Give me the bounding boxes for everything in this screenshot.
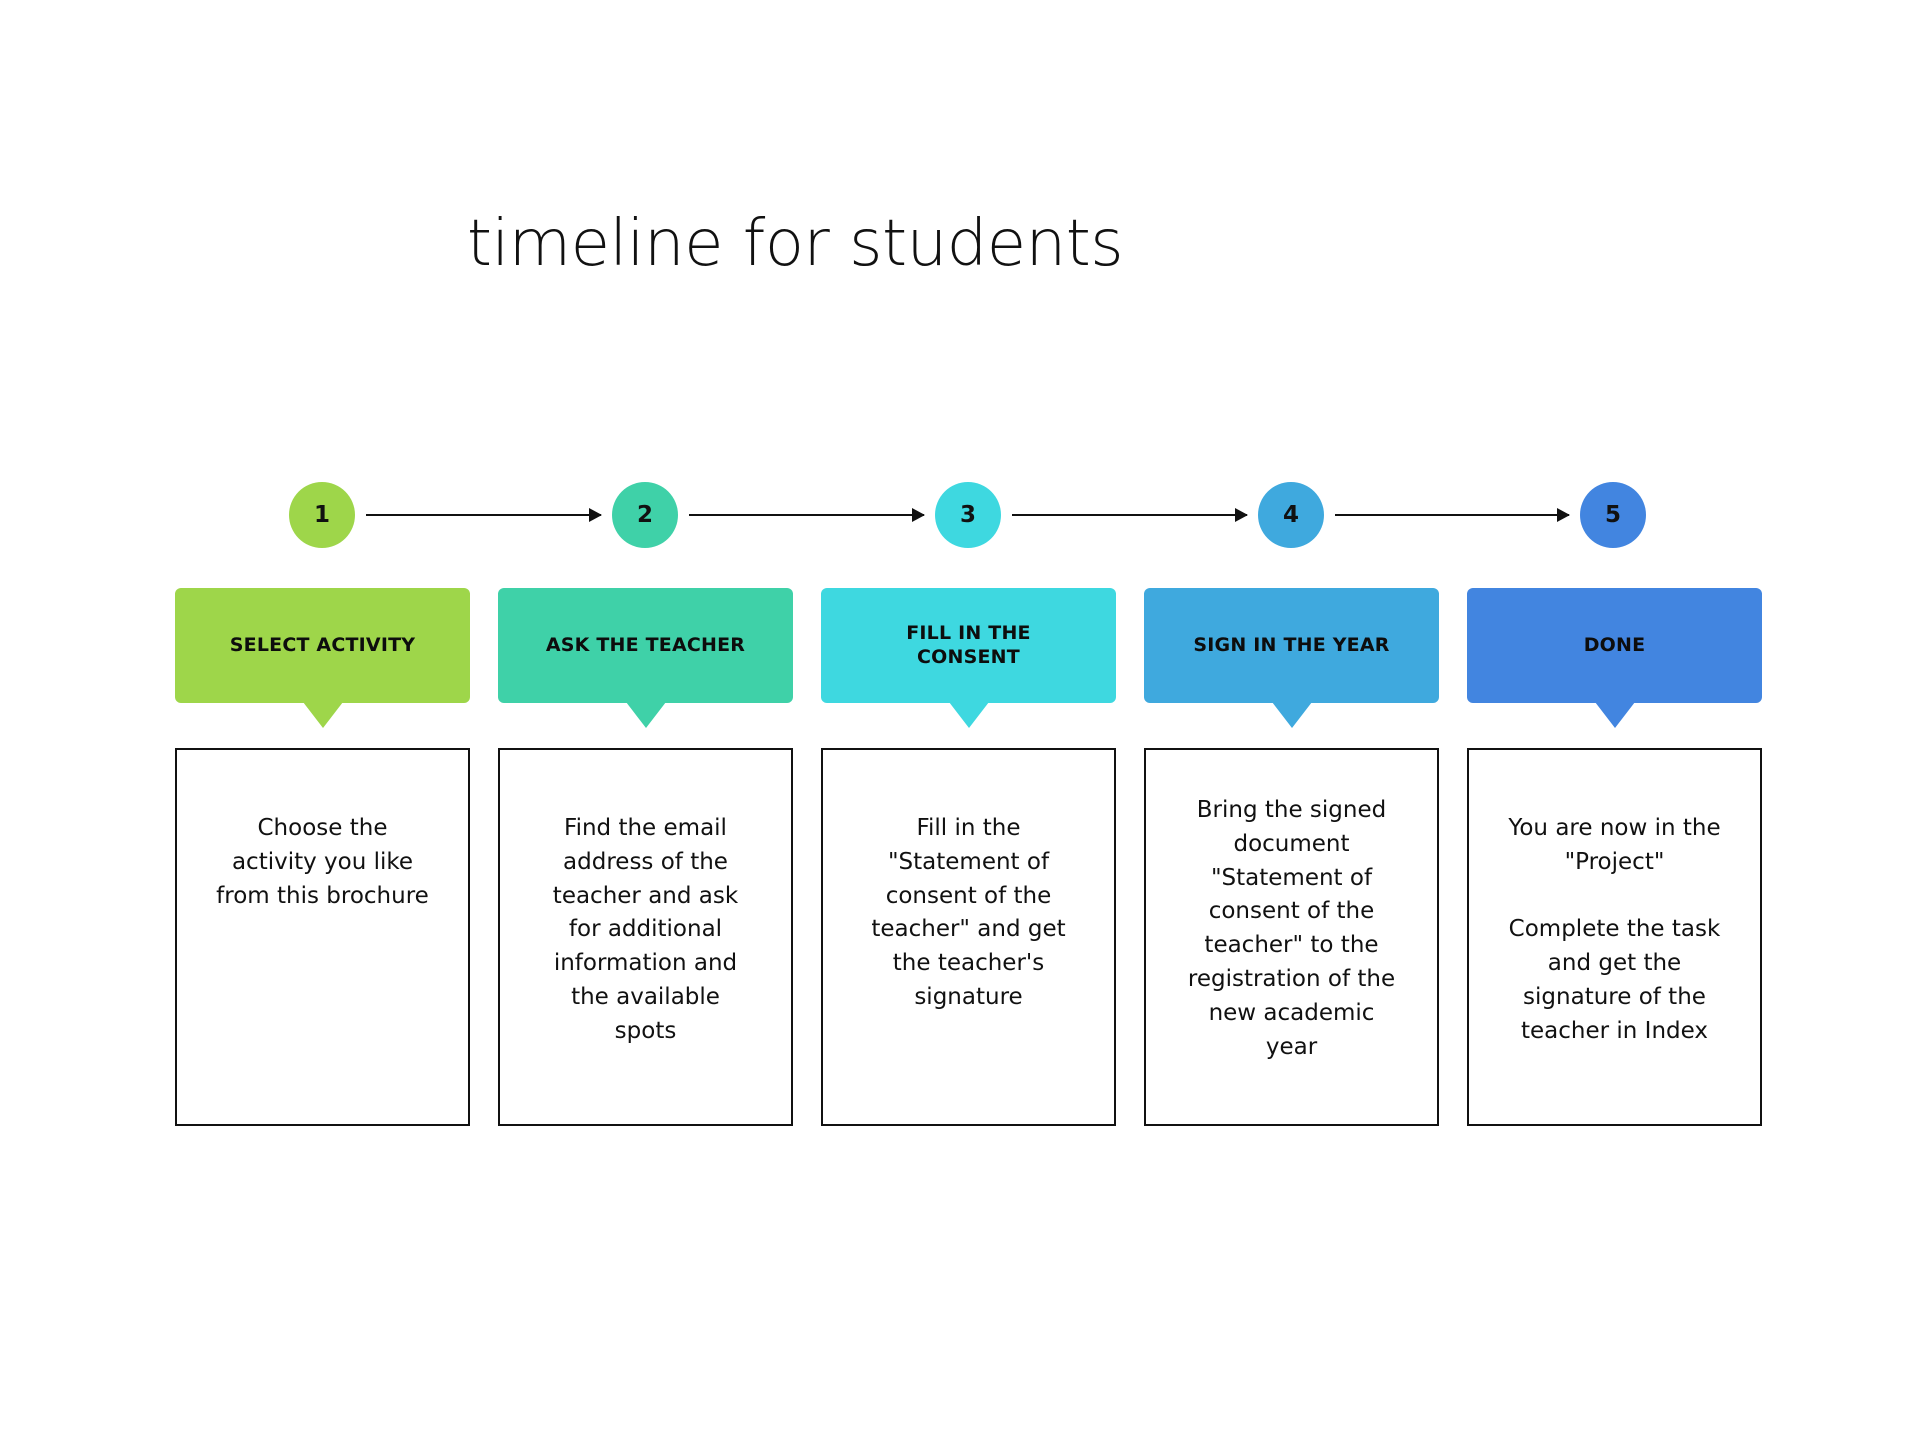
- step-circle-3[interactable]: 3: [935, 482, 1001, 548]
- arrow-icon-2-to-3: [689, 508, 925, 522]
- description-text: Bring the signed document "Statement of …: [1187, 797, 1396, 1060]
- arrow-head: [589, 508, 602, 522]
- description-text: Choose the activity you like from this b…: [216, 815, 429, 909]
- arrow-shaft: [689, 514, 924, 517]
- banner-label: DONE: [1583, 633, 1646, 656]
- step-number-label: 3: [959, 502, 976, 528]
- banner-tail-triangle: [948, 702, 989, 728]
- description-box-2: Find the email address of the teacher an…: [498, 748, 793, 1126]
- banner-body: DONE: [1467, 588, 1762, 703]
- step-banner-5[interactable]: DONE: [1467, 588, 1762, 728]
- step-circle-2[interactable]: 2: [612, 482, 678, 548]
- banner-body: FILL IN THE CONSENT: [821, 588, 1116, 703]
- step-banner-1[interactable]: SELECT ACTIVITY: [175, 588, 470, 728]
- arrow-shaft: [1012, 514, 1247, 517]
- description-box-1: Choose the activity you like from this b…: [175, 748, 470, 1126]
- step-number-label: 4: [1282, 502, 1299, 528]
- step-number-label: 5: [1604, 502, 1621, 528]
- banner-body: SELECT ACTIVITY: [175, 588, 470, 703]
- banner-tail-triangle: [1594, 702, 1635, 728]
- banner-tail-triangle: [302, 702, 343, 728]
- arrow-icon-4-to-5: [1335, 508, 1570, 522]
- arrow-head: [912, 508, 925, 522]
- banner-tail-triangle: [1271, 702, 1312, 728]
- description-text: Find the email address of the teacher an…: [552, 815, 739, 1044]
- banner-tail-triangle: [625, 702, 666, 728]
- step-number-label: 2: [636, 502, 653, 528]
- banner-label: SIGN IN THE YEAR: [1193, 633, 1390, 656]
- arrow-icon-1-to-2: [366, 508, 602, 522]
- description-text: Fill in the "Statement of consent of the…: [871, 815, 1066, 1010]
- step-banner-2[interactable]: ASK THE TEACHER: [498, 588, 793, 728]
- description-box-3: Fill in the "Statement of consent of the…: [821, 748, 1116, 1126]
- description-box-4: Bring the signed document "Statement of …: [1144, 748, 1439, 1126]
- arrow-shaft: [1335, 514, 1569, 517]
- description-box-5: You are now in the "Project" Complete th…: [1467, 748, 1762, 1126]
- banner-label: ASK THE TEACHER: [545, 633, 746, 656]
- arrow-head: [1235, 508, 1248, 522]
- arrow-shaft: [366, 514, 601, 517]
- banner-label: FILL IN THE CONSENT: [906, 621, 1031, 668]
- step-circle-1[interactable]: 1: [289, 482, 355, 548]
- banner-body: SIGN IN THE YEAR: [1144, 588, 1439, 703]
- banner-label: SELECT ACTIVITY: [229, 633, 416, 656]
- page-title: timeline for students: [466, 207, 1124, 281]
- step-banner-4[interactable]: SIGN IN THE YEAR: [1144, 588, 1439, 728]
- step-circle-5[interactable]: 5: [1580, 482, 1646, 548]
- arrow-head: [1557, 508, 1570, 522]
- step-banner-3[interactable]: FILL IN THE CONSENT: [821, 588, 1116, 728]
- timeline-steps-row: 1 2 3 4 5: [175, 482, 1665, 548]
- description-text: You are now in the "Project" Complete th…: [1508, 815, 1721, 1044]
- arrow-icon-3-to-4: [1012, 508, 1248, 522]
- banner-body: ASK THE TEACHER: [498, 588, 793, 703]
- step-number-label: 1: [313, 502, 330, 528]
- step-circle-4[interactable]: 4: [1258, 482, 1324, 548]
